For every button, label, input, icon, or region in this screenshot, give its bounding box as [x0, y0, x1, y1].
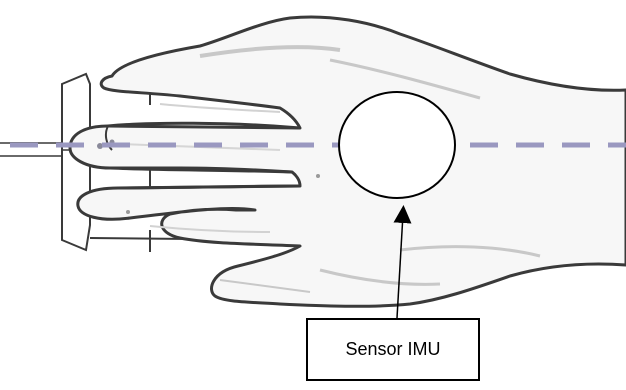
- sensor-label: Sensor IMU: [345, 339, 440, 360]
- sensor-label-box: Sensor IMU: [306, 318, 480, 381]
- sensor-circle: [339, 92, 455, 198]
